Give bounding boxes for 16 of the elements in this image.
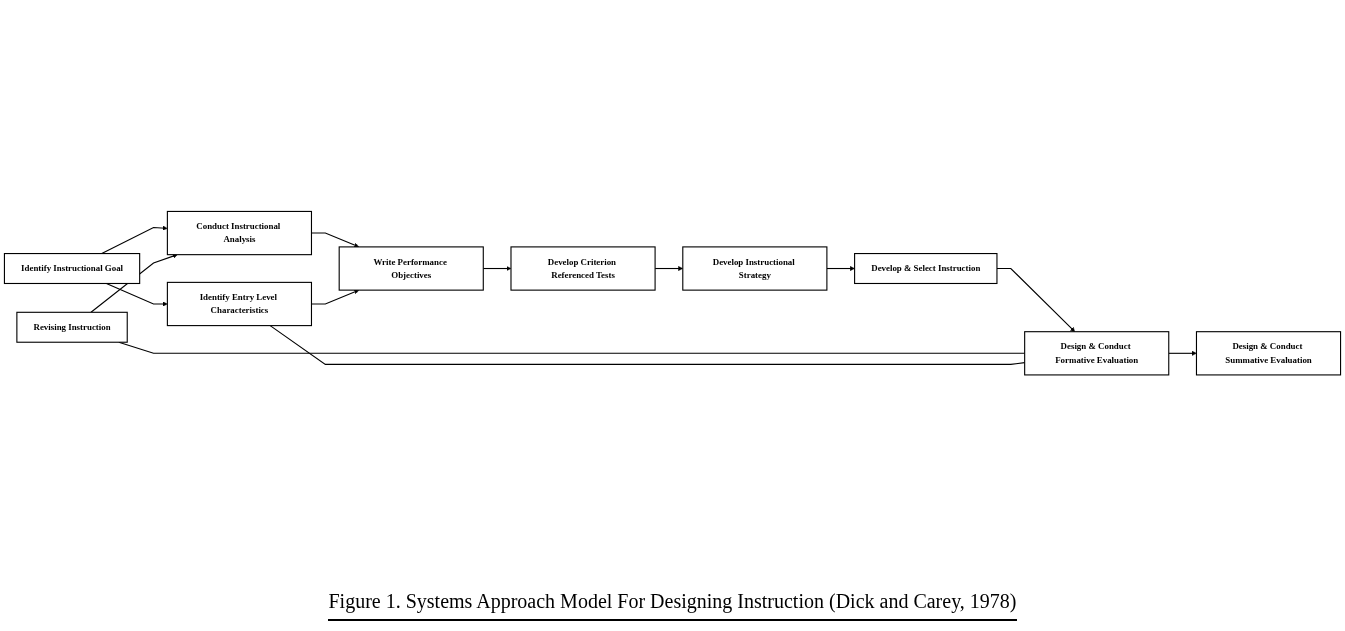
figure-caption: Figure 1. Systems Approach Model For Designing Instruction (Dick and Carey, 1978) [328, 590, 1017, 621]
arrow [1168, 350, 1197, 356]
node-box: Design & Conduct Formative Evaluation [1024, 330, 1170, 376]
node-box: Identify Entry Level Characteristics [166, 281, 313, 326]
node-box: Develop & Select Instruction [854, 252, 998, 284]
arrow [826, 265, 855, 271]
node-box: Design & Conduct Summative Evaluation [1195, 330, 1342, 376]
node-box: Identify Instructional Goal [3, 252, 141, 284]
arrow [105, 282, 168, 307]
node-box: Revising Instruction [16, 311, 128, 343]
arrow [996, 267, 1076, 332]
node-box: Conduct Instructional Analysis [166, 210, 313, 256]
node-box: Write Performance Objectives [338, 246, 484, 291]
arrow [101, 225, 168, 254]
node-box: Develop Instructional Strategy [682, 246, 828, 291]
node-box: Develop Criterion Referenced Tests [510, 246, 656, 291]
